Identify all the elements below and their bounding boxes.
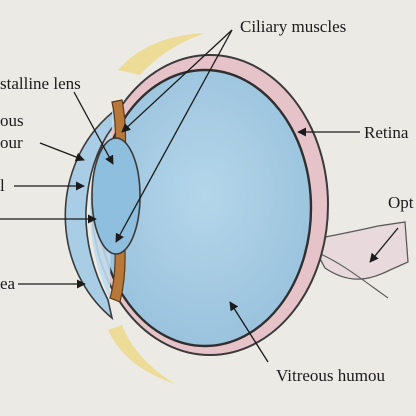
lower-eyelid (108, 325, 175, 384)
ciliary-muscle-pointer-a (121, 29, 233, 133)
label-ciliary-muscles: Ciliary muscles (240, 17, 347, 36)
label-aqueous-humour-line1: ous (0, 111, 24, 130)
label-cornea: ea (0, 274, 16, 293)
optic-nerve-pointer (369, 227, 399, 263)
label-retina: Retina (364, 123, 409, 142)
label-aqueous-humour-line2: our (0, 133, 23, 152)
label-optic-nerve: Opt (388, 193, 414, 212)
upper-eyelid (118, 33, 205, 75)
label-vitreous-humour: Vitreous humou (276, 366, 385, 385)
label-iris: l (0, 176, 5, 195)
vitreous-pointer (229, 301, 269, 363)
label-crystalline-lens: stalline lens (0, 74, 81, 93)
lens-pointer (73, 91, 114, 165)
ciliary-muscle-pointer-b (115, 29, 233, 243)
crystalline-lens (91, 137, 141, 255)
optic-nerve (309, 221, 409, 280)
aqueous-pointer (39, 142, 85, 162)
